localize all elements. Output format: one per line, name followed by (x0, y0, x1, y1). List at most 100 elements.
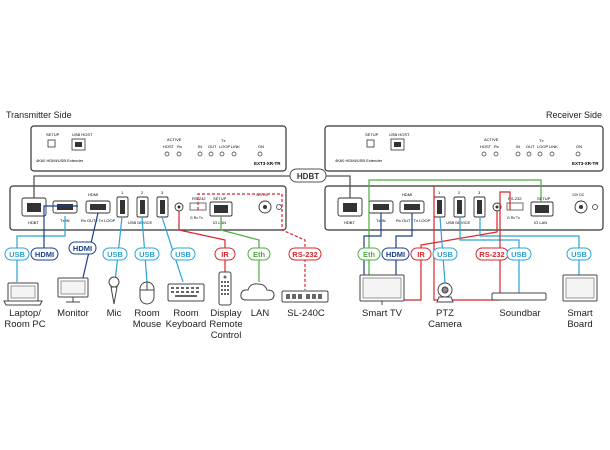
svg-text:OUT: OUT (208, 144, 217, 149)
sl-240c-icon (281, 290, 329, 303)
tag-usb: USB (102, 247, 128, 261)
svg-text:Rx: Rx (494, 144, 499, 149)
mic-label: Mic (106, 308, 122, 319)
svg-text:1: 1 (438, 190, 441, 195)
svg-text:3: 3 (478, 190, 481, 195)
tag-hdmi: HDMI (30, 247, 59, 261)
svg-text:HOST: HOST (480, 144, 492, 149)
svg-text:4K60 HDMI/USB Extender: 4K60 HDMI/USB Extender (335, 158, 383, 163)
svg-text:2: 2 (141, 190, 144, 195)
svg-text:SETUP: SETUP (365, 132, 379, 137)
laptop-label: Laptop/ Room PC (4, 308, 46, 330)
svg-text:RS-232: RS-232 (508, 196, 522, 201)
svg-text:USB: USB (571, 250, 587, 259)
svg-text:IR: IR (221, 250, 229, 259)
ptz-camera-icon (436, 282, 454, 303)
cloud-icon (240, 283, 275, 301)
transmitter-front-panel: SETUP USB HOST 4K60 HDMI/USB Extender AC… (30, 125, 287, 172)
svg-text:Tx: Tx (539, 138, 543, 143)
receiver-rear-panel: HDBT HDMI Tx IN Rx OUT / Tx LOOP 1 2 3 U… (324, 185, 604, 231)
svg-text:IR: IR (417, 250, 425, 259)
svg-text:HDMI: HDMI (402, 192, 412, 197)
receiver-side-label: Receiver Side (545, 110, 602, 120)
svg-text:4K60 HDMI/USB Extender: 4K60 HDMI/USB Extender (36, 158, 84, 163)
svg-text:SETUP: SETUP (213, 196, 227, 201)
svg-text:EXT3-XR-TR: EXT3-XR-TR (572, 161, 599, 166)
remote-label: Display Remote Control (209, 308, 243, 341)
svg-text:USB HOST: USB HOST (72, 132, 93, 137)
svg-text:USB DEVICE: USB DEVICE (446, 220, 471, 225)
tag-usb: USB (170, 247, 196, 261)
svg-text:3: 3 (161, 190, 164, 195)
svg-text:USB: USB (511, 250, 527, 259)
svg-text:USB: USB (437, 250, 453, 259)
cable-tags: USB HDMI HDMI USB USB USB IR Eth RS-232 … (4, 241, 592, 261)
svg-text:Rx OUT / Tx LOOP: Rx OUT / Tx LOOP (396, 218, 431, 223)
transmitter-rear-panel: HDBT HDMI Tx IN Rx OUT / Tx LOOP 1 2 3 U… (9, 185, 287, 231)
svg-text:HDBT: HDBT (344, 220, 355, 225)
svg-text:ON: ON (576, 144, 582, 149)
laptop-icon (3, 282, 43, 306)
svg-text:LOOP: LOOP (537, 144, 548, 149)
keyboard-icon (167, 283, 205, 302)
svg-text:ACTIVE: ACTIVE (167, 137, 182, 142)
svg-text:2: 2 (458, 190, 461, 195)
svg-text:USB: USB (9, 250, 25, 259)
mouse-label: Room Mouse (132, 308, 162, 330)
svg-text:ON: ON (258, 144, 264, 149)
smart-tv-label: Smart TV (362, 308, 402, 319)
remote-control-icon (218, 271, 232, 306)
monitor-label: Monitor (57, 308, 89, 319)
mouse-icon (139, 281, 155, 305)
svg-text:HDMI: HDMI (88, 192, 98, 197)
svg-text:SETUP: SETUP (537, 196, 551, 201)
tag-usb: USB (432, 247, 458, 261)
hdbt-link: HDBT (33, 168, 351, 198)
svg-text:12V DC: 12V DC (256, 193, 269, 197)
tag-rs232: RS-232 (288, 247, 322, 261)
svg-text:Eth: Eth (363, 250, 376, 259)
receiver-front-panel: SETUP USB HOST 4K60 HDMI/USB Extender AC… (324, 125, 604, 172)
svg-text:IO LAN: IO LAN (213, 220, 226, 225)
svg-text:RS-232: RS-232 (292, 250, 317, 259)
svg-text:G Rx Tx: G Rx Tx (507, 216, 520, 220)
tag-eth: Eth (247, 247, 271, 261)
svg-text:USB: USB (175, 250, 191, 259)
svg-text:IO LAN: IO LAN (534, 220, 547, 225)
tag-usb: USB (566, 247, 592, 261)
soundbar-label: Soundbar (499, 308, 541, 319)
tag-ir: IR (410, 247, 432, 261)
svg-text:Rx: Rx (177, 144, 182, 149)
svg-text:LOOP: LOOP (219, 144, 230, 149)
svg-text:LINK: LINK (549, 144, 558, 149)
svg-text:LINK: LINK (231, 144, 240, 149)
tag-ir: IR (214, 247, 236, 261)
monitor-icon (57, 277, 89, 303)
tag-usb: USB (506, 247, 532, 261)
smart-board-label: Smart Board (567, 308, 593, 330)
svg-text:RS-232: RS-232 (479, 250, 504, 259)
svg-text:USB: USB (139, 250, 155, 259)
lan-label: LAN (250, 308, 270, 319)
smart-tv-icon (359, 274, 405, 305)
svg-text:ACTIVE: ACTIVE (484, 137, 499, 142)
tag-hdmi: HDMI (381, 247, 410, 261)
svg-text:1: 1 (121, 190, 124, 195)
svg-text:Rx OUT / Tx LOOP: Rx OUT / Tx LOOP (81, 218, 116, 223)
microphone-icon (108, 276, 120, 305)
receiver-cables (363, 179, 580, 301)
tag-hdmi: HDMI (68, 241, 97, 255)
keyboard-label: Room Keyboard (165, 308, 207, 330)
svg-text:HDBT: HDBT (28, 220, 39, 225)
svg-text:SETUP: SETUP (46, 132, 60, 137)
svg-text:USB: USB (107, 250, 123, 259)
svg-text:Tx: Tx (221, 138, 225, 143)
tag-rs232: RS-232 (475, 247, 509, 261)
tag-usb: USB (134, 247, 160, 261)
svg-text:12V DC: 12V DC (572, 193, 585, 197)
smart-board-icon (562, 274, 598, 302)
svg-text:HOST: HOST (163, 144, 175, 149)
ptz-camera-label: PTZ Camera (428, 308, 462, 330)
svg-text:Eth: Eth (253, 250, 266, 259)
